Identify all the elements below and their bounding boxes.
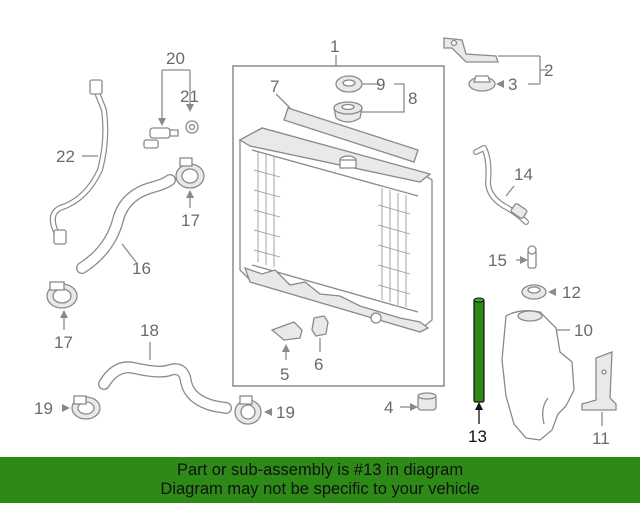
radiator-assembly xyxy=(232,55,445,387)
part-19-clamp-right xyxy=(234,395,272,425)
callout-13: 13 xyxy=(468,427,487,446)
callout-6: 6 xyxy=(314,355,323,374)
part-13-highlighted-pipe[interactable] xyxy=(473,297,485,424)
part-11-reservoir-bracket xyxy=(581,351,617,426)
part-18-lower-hose xyxy=(98,342,232,414)
part-4-cap xyxy=(400,392,437,411)
banner-line-1: Part or sub-assembly is #13 in diagram xyxy=(176,461,464,479)
part-7-seal-strip xyxy=(275,93,419,163)
part-12-reservoir-cap xyxy=(521,284,556,300)
parts-diagram: 1 2 3 4 5 6 7 8 9 10 11 12 13 14 15 16 1… xyxy=(34,37,617,448)
callout-17-upper: 17 xyxy=(181,211,200,230)
callout-9: 9 xyxy=(376,75,385,94)
info-banner: Part or sub-assembly is #13 in diagram D… xyxy=(0,457,640,503)
callout-7: 7 xyxy=(270,77,279,96)
callout-5: 5 xyxy=(280,365,289,384)
callout-1: 1 xyxy=(330,37,339,56)
part-3-cushion xyxy=(468,75,504,92)
part-17-clamp-upper xyxy=(175,157,205,208)
part-8-cushion xyxy=(333,83,405,123)
callout-19-left: 19 xyxy=(34,399,53,418)
callout-16: 16 xyxy=(132,259,151,278)
callout-17-lower: 17 xyxy=(54,333,73,352)
callout-20: 20 xyxy=(166,49,185,68)
part-2-upper-bracket xyxy=(443,37,548,85)
callout-22: 22 xyxy=(56,147,75,166)
callout-12: 12 xyxy=(562,283,581,302)
callout-19-right: 19 xyxy=(276,403,295,422)
part-5-mount xyxy=(270,321,303,360)
part-15-clip xyxy=(516,245,537,269)
callout-21: 21 xyxy=(180,87,199,106)
part-17-clamp-lower xyxy=(46,281,78,330)
part-16-upper-hose xyxy=(76,174,176,274)
callout-2: 2 xyxy=(544,61,553,80)
banner-line-2: Diagram may not be specific to your vehi… xyxy=(160,480,480,498)
part-19-clamp-left xyxy=(62,395,101,420)
part-10-reservoir-tank xyxy=(501,310,575,441)
callout-10: 10 xyxy=(574,321,593,340)
callout-11: 11 xyxy=(592,429,610,448)
part-14-overflow-tube xyxy=(473,145,529,225)
part-20-21-sensor xyxy=(143,69,199,149)
callout-8: 8 xyxy=(408,89,417,108)
callout-3: 3 xyxy=(508,75,517,94)
part-6-mount xyxy=(311,315,329,352)
callout-4: 4 xyxy=(384,398,393,417)
part-9-cushion xyxy=(335,75,380,93)
part-22-wire-harness xyxy=(49,79,109,245)
callout-18: 18 xyxy=(140,321,159,340)
callout-15: 15 xyxy=(488,251,507,270)
callout-14: 14 xyxy=(514,165,533,184)
